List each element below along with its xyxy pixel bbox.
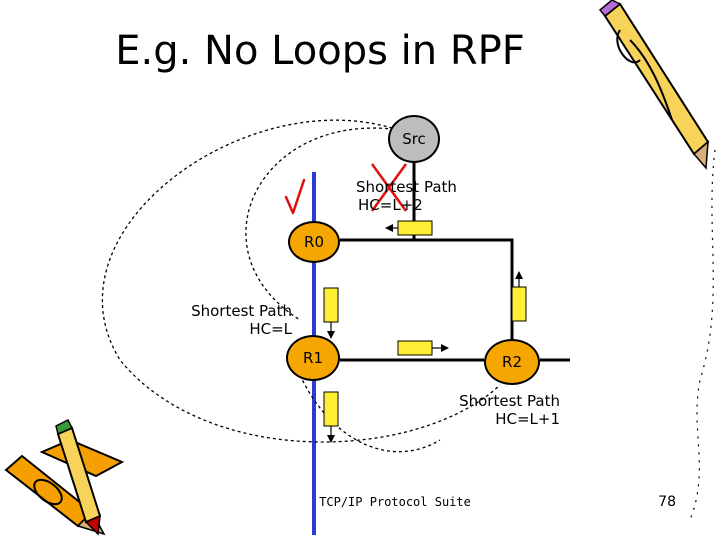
router-r1: R1: [286, 335, 340, 381]
router-r2: R2: [484, 339, 540, 385]
slide-title: E.g. No Loops in RPF: [115, 28, 525, 74]
label-path-hc-l-line2: HC=L: [249, 320, 292, 338]
label-path-hc-l2-line1: Shortest Path: [356, 178, 457, 196]
packet-r1-r2: [397, 340, 433, 356]
label-path-hc-l1-line1: Shortest Path: [459, 392, 560, 410]
pencil-clipart-icon: [598, 0, 716, 521]
label-path-hc-l: Shortest Path HC=L: [150, 302, 292, 338]
label-path-hc-l-line1: Shortest Path: [191, 302, 292, 320]
dashed-path-hc-l1: [299, 374, 441, 453]
source-node: Src: [388, 115, 440, 163]
packet-top: [397, 220, 433, 236]
router-r0: R0: [288, 221, 340, 263]
footer-text: TCP/IP Protocol Suite: [319, 495, 471, 509]
label-path-hc-l1-line2: HC=L+1: [495, 410, 560, 428]
pencils-clipart-icon: [4, 418, 125, 536]
label-path-hc-l2-line2: HC=L+2: [358, 196, 423, 214]
check-mark-icon: [284, 178, 306, 215]
packet-r1-down: [323, 391, 339, 427]
label-path-hc-l2: Shortest Path HC=L+2: [356, 178, 457, 214]
packet-r2-up: [511, 286, 527, 322]
cross-mark-icon: [370, 163, 408, 212]
packet-r0-r1: [323, 287, 339, 323]
dashed-path-big-loop: [101, 119, 501, 443]
label-path-hc-l1: Shortest Path HC=L+1: [420, 392, 560, 428]
page-number: 78: [658, 494, 676, 510]
